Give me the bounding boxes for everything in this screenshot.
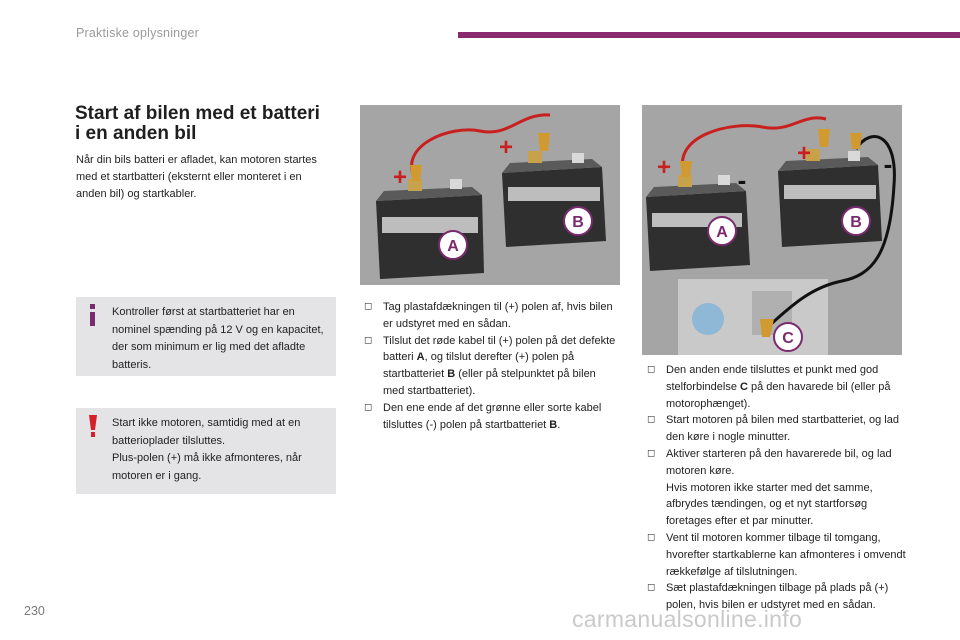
step-text: (eller på stelpunktet på bilen med start… — [383, 368, 596, 397]
battery-ref: C — [740, 380, 748, 393]
header-accent-bar — [458, 32, 960, 38]
list-item: ◻ Tilslut det røde kabel til (+) polen p… — [363, 333, 618, 400]
warning-text-1: Start ikke motoren, samtidig med at en b… — [112, 417, 301, 447]
list-item: ◻ Vent til motoren kommer tilbage til to… — [646, 530, 906, 580]
battery-ref: A — [416, 351, 425, 364]
step-text: . — [557, 418, 561, 431]
label-b: B — [572, 214, 584, 231]
section-header-title: Praktiske oplysninger — [76, 26, 200, 40]
step-text: Hvis motoren ikke starter med det samme,… — [666, 481, 873, 528]
label-a: A — [716, 224, 728, 241]
step-text: Den anden ende tilsluttes et punkt med g… — [666, 364, 879, 393]
bullet-icon: ◻ — [364, 301, 373, 312]
warning-icon — [84, 414, 102, 438]
step-text: Aktiver starteren på den havarerede bil,… — [666, 447, 892, 477]
step-text: Tilslut det røde kabel til (+) polen på … — [383, 334, 616, 364]
warning-text-2: Plus-polen (+) må ikke afmonteres, når m… — [112, 452, 302, 482]
list-item: ◻ Sæt plastafdækningen tilbage på plads … — [646, 580, 906, 614]
battery-diagram-2: A B C + + - - — [642, 105, 902, 355]
label-b: B — [850, 214, 862, 231]
minus-sign: - — [884, 149, 893, 179]
bullet-icon: ◻ — [647, 364, 656, 375]
label-a: A — [447, 238, 459, 255]
steps-list-right: ◻ Den anden ende tilsluttes et punkt med… — [646, 362, 906, 614]
page-title: Start af bilen med et batteri i en anden… — [75, 104, 345, 144]
step-text: Den ene ende af det grønne eller sorte k… — [383, 401, 602, 431]
bullet-icon: ◻ — [647, 414, 656, 426]
steps-list-middle: ◻ Tag plastafdækningen til (+) polen af,… — [363, 299, 618, 433]
battery-diagram-1: A B + + — [360, 105, 620, 285]
plus-sign: + — [797, 140, 811, 167]
info-text: Kontroller først at startbatteriet har e… — [112, 306, 324, 371]
battery-b-icon — [502, 151, 606, 247]
page-title-line1: Start af bilen med et batteri — [75, 103, 320, 124]
page-title-line2: i en anden bil — [75, 123, 197, 144]
list-item: ◻ Den ene ende af det grønne eller sorte… — [363, 400, 618, 434]
red-cable — [680, 116, 827, 174]
list-item: ◻ Tag plastafdækningen til (+) polen af,… — [363, 299, 618, 333]
list-item: ◻ Aktiver starteren på den havarerede bi… — [646, 446, 906, 530]
step-text: , og tilslut derefter (+) polen på start… — [383, 351, 575, 381]
page-number: 230 — [24, 604, 45, 618]
battery-a-icon — [646, 175, 750, 271]
red-cable — [410, 113, 551, 178]
step-text: Tag plastafdækningen til (+) polen af, h… — [383, 301, 613, 330]
jump-start-illustration-step1: A B + + — [360, 105, 620, 285]
plus-sign: + — [657, 154, 671, 181]
list-item: ◻ Start motoren på bilen med startbatter… — [646, 412, 906, 446]
info-icon — [84, 303, 102, 327]
step-text: Start motoren på bilen med startbatterie… — [666, 414, 899, 444]
info-box: Kontroller først at startbatteriet har e… — [76, 297, 336, 376]
battery-a-icon — [376, 179, 484, 279]
intro-paragraph: Når din bils batteri er afladet, kan mot… — [76, 154, 317, 200]
battery-ref: B — [549, 418, 558, 431]
watermark: carmanualsonline.info — [572, 606, 803, 632]
label-c: C — [782, 330, 794, 347]
battery-b-icon — [778, 149, 882, 247]
step-text: Vent til motoren kommer tilbage til tomg… — [666, 531, 906, 578]
battery-ref: B — [447, 368, 456, 381]
warning-box: Start ikke motoren, samtidig med at en b… — [76, 408, 336, 494]
black-cable — [768, 135, 896, 327]
bullet-icon: ◻ — [647, 447, 656, 459]
bullet-icon: ◻ — [364, 401, 373, 413]
bullet-icon: ◻ — [647, 531, 656, 543]
minus-sign: - — [738, 165, 747, 195]
step-text: på den havarede bil (eller på motorophæn… — [666, 380, 891, 410]
plus-sign: + — [499, 134, 513, 161]
list-item: ◻ Den anden ende tilsluttes et punkt med… — [646, 362, 906, 412]
bullet-icon: ◻ — [647, 582, 656, 594]
step-text: Sæt plastafdækningen tilbage på plads på… — [666, 582, 889, 612]
jump-start-illustration-step2: A B C + + - - — [642, 105, 902, 355]
plus-sign: + — [393, 164, 407, 191]
bullet-icon: ◻ — [364, 334, 373, 346]
